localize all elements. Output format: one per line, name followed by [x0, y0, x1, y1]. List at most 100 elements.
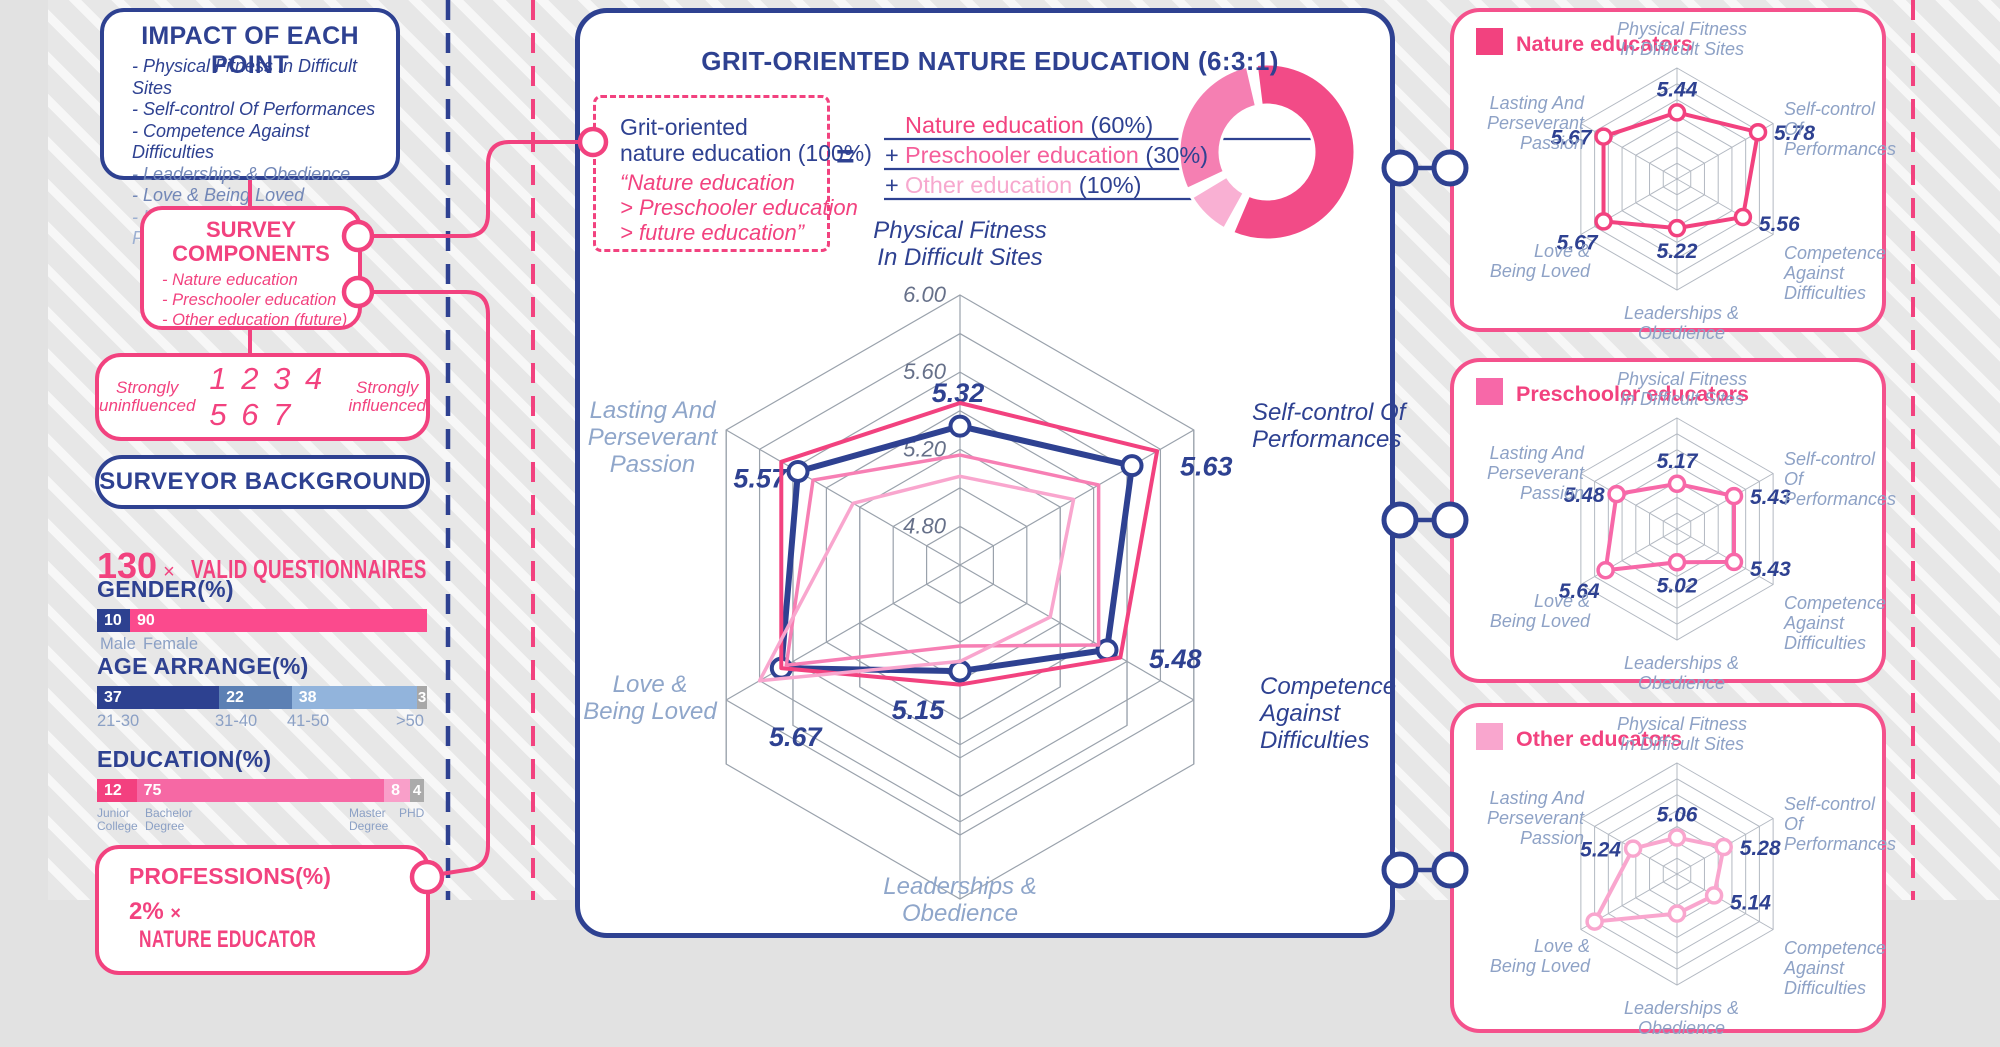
pink-node-circle	[341, 275, 375, 309]
formula-plus: +	[885, 172, 899, 198]
impact-title: IMPACT OF EACH POINT	[141, 22, 359, 79]
radar-value-label: 5.24	[1580, 839, 1621, 862]
radar-value-label: 5.48	[1149, 644, 1202, 674]
age-tick: 21-30	[97, 712, 140, 730]
radar-marker	[1667, 103, 1687, 122]
gender-title: GENDER(%)	[97, 576, 234, 602]
navy-node-circle	[1431, 149, 1469, 187]
professions-row: 2% × NATURE EDUCATOR	[129, 898, 426, 954]
age-segment: 3	[417, 686, 427, 709]
radar-spoke	[1676, 178, 1774, 235]
radar-marker	[948, 414, 972, 438]
card-legend-label: Nature educators	[1516, 32, 1693, 56]
radar-marker	[1667, 828, 1687, 847]
donut-slice	[1189, 174, 1247, 232]
pink-node-circle	[341, 219, 375, 253]
radar-value-label: 5.63	[1180, 452, 1233, 482]
age-tick: >50	[396, 712, 424, 730]
vector-overlay: 6.005.605.204.805.325.635.485.155.675.57	[248, 0, 1915, 900]
card-axis-label-love: Love &Being Loved	[1489, 936, 1590, 976]
formula-plus: +	[885, 142, 899, 168]
radar-marker	[1724, 552, 1744, 572]
navy-node-circle	[1381, 851, 1419, 889]
radar-marker	[1667, 553, 1687, 572]
grit-quote: “Nature education> Preschooler education…	[620, 170, 858, 245]
radar-value-label: 5.43	[1750, 558, 1791, 581]
main-panel	[575, 8, 1395, 938]
navy-node-circle	[1431, 501, 1469, 539]
axis-label-love: Love &Being Loved	[583, 671, 717, 725]
donut-slice	[1230, 62, 1357, 242]
radar-value-label: 5.06	[1657, 804, 1698, 827]
radar-marker	[1724, 486, 1744, 506]
radar-marker	[1667, 904, 1687, 923]
age-segment: 38	[291, 686, 418, 709]
radar-marker	[1596, 560, 1615, 580]
radar-chart: 6.005.605.204.805.325.635.485.155.675.57	[725, 282, 1233, 900]
pink-connector	[358, 290, 490, 876]
professions-label: NATURE EDUCATOR	[139, 926, 317, 953]
radar-marker	[1607, 484, 1626, 504]
radar-value-label: 5.28	[1740, 837, 1781, 860]
radar-spoke	[959, 564, 1195, 701]
card-axis-label-love: Love &Being Loved	[1489, 591, 1590, 631]
radar-marker	[1748, 122, 1768, 142]
age-title: AGE ARRANGE(%)	[97, 653, 309, 679]
survey-title-line: COMPONENTS	[172, 241, 330, 266]
survey-item: - Nature education	[162, 271, 298, 289]
impact-item: - Self-control Of Performances	[132, 99, 376, 119]
radar-value-label: 5.64	[1559, 580, 1600, 603]
education-segment: 8	[384, 779, 411, 802]
card-axis-label-leaderships: Leaderships &Obedience	[1623, 653, 1740, 693]
radar-spoke	[1676, 473, 1774, 530]
surveyor-background-box: SURVEYOR BACKGROUND	[95, 455, 430, 509]
card-axis-label-love: Love &Being Loved	[1489, 241, 1590, 281]
radar-series	[757, 474, 1076, 683]
age-tick: 41-50	[287, 712, 330, 730]
education-tick: PHD	[399, 806, 425, 820]
radar-ring-label: 6.00	[903, 282, 947, 307]
formula-pct: (30%)	[1145, 142, 1209, 168]
radar-marker	[1594, 212, 1613, 231]
radar-value-label: 5.17	[1657, 450, 1699, 473]
radar-chart: 5.445.785.565.225.675.67	[1551, 67, 1815, 291]
formula-row: +Preschooler education (30%)	[885, 142, 1208, 168]
radar-value-label: 5.44	[1657, 78, 1698, 101]
radar-value-label: 5.67	[1551, 127, 1593, 150]
pink-connector	[358, 140, 580, 238]
multiply-icon: ×	[163, 561, 175, 583]
radar-marker	[948, 659, 972, 683]
card-legend-label: Other educators	[1516, 727, 1683, 751]
grit-dashed-box	[593, 95, 830, 252]
education-title: EDUCATION(%)	[97, 746, 272, 772]
professions-value: 2%	[129, 898, 164, 925]
formula-name: Other education	[905, 172, 1079, 198]
pink-node-circle	[577, 126, 609, 158]
donut-slice	[1177, 64, 1259, 192]
radar-value-label: 5.67	[1557, 231, 1599, 254]
radar-chart: 5.175.435.435.025.645.48	[1559, 417, 1791, 641]
main-title: GRIT-ORIENTED NATURE EDUCATION (6:3:1)	[701, 46, 1279, 76]
